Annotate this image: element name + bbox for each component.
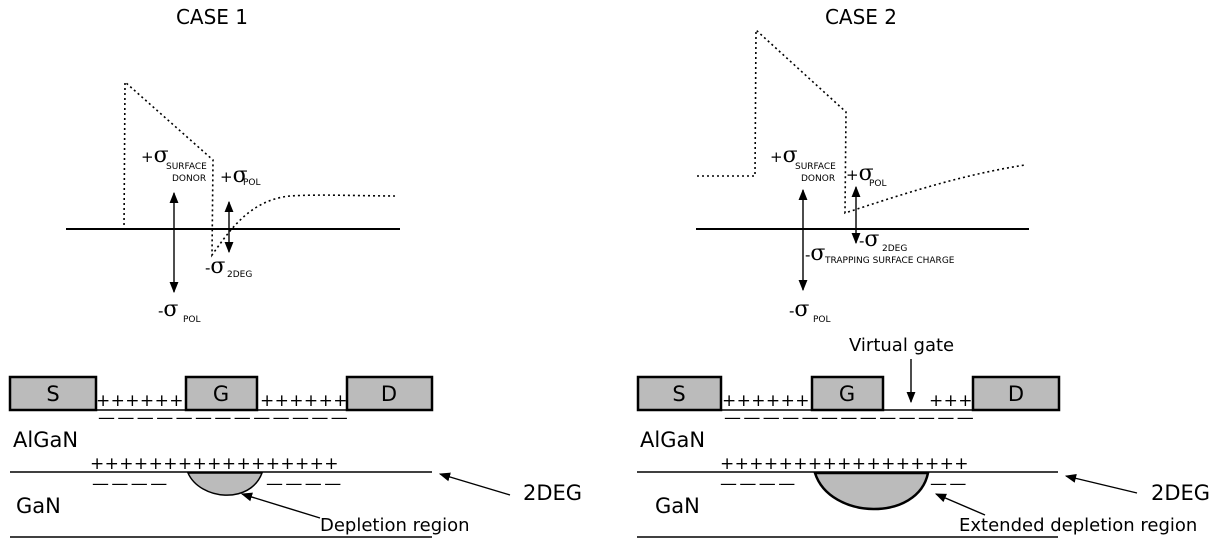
case1-surface-minus: ————————————— [98, 408, 350, 428]
case2-panel: CASE 2 +σ SURFACE DONOR +σ POL -σ 2DEG -… [636, 5, 1210, 538]
case2-gate-contact [810, 375, 885, 412]
case1-sub-surface: SURFACE [166, 162, 207, 172]
case1-potential-profile [68, 80, 398, 258]
case1-sub-donor: DONOR [172, 174, 206, 184]
case2-sub-trapping: TRAPPING SURFACE CHARGE [824, 256, 955, 266]
case2-source-label: S [672, 382, 685, 406]
case1-2deg-minus-right: ———— [266, 474, 344, 494]
case2-gan-label: GaN [655, 494, 700, 518]
case2-sub-donor: DONOR [801, 174, 835, 184]
case1-depletion-pointer [240, 492, 321, 519]
case2-sigma-trapping: -σ [805, 241, 825, 266]
case1-sub-pol-top: POL [243, 178, 261, 188]
case2-depletion-pointer [934, 493, 986, 516]
case2-sub-pol-bottom: POL [813, 315, 831, 325]
case2-band-diagram: +σ SURFACE DONOR +σ POL -σ 2DEG -σ TRAPP… [696, 28, 1029, 325]
case1-2deg-pointer [438, 472, 511, 496]
case1-source-contact [8, 375, 98, 412]
case1-depletion-region [186, 472, 264, 496]
case1-sub-pol-bottom: POL [183, 315, 201, 325]
case2-sigma-pol-bottom: -σ [789, 297, 809, 322]
case2-2deg-minus-right: —— [930, 474, 969, 494]
case1-interface-plus: +++++++++++++++++ [90, 454, 339, 474]
case2-virtual-gate-label: Virtual gate [849, 335, 954, 356]
case2-source-contact [636, 375, 723, 412]
case1-surface-plus-left: ++++++ [96, 391, 184, 411]
case1-2deg-label: 2DEG [523, 481, 582, 505]
case1-drain-contact [345, 375, 434, 412]
case1-gate-label: G [213, 382, 229, 406]
case1-panel: CASE 1 +σ SURFACE DONOR +σ POL -σ 2DEG -… [8, 5, 582, 538]
case1-sigma-pol-top: +σ [220, 163, 248, 188]
case1-title: CASE 1 [176, 5, 248, 29]
case2-potential-profile [697, 28, 1026, 215]
case1-band-diagram: +σ SURFACE DONOR +σ POL -σ 2DEG -σ POL [66, 80, 400, 325]
case1-depletion-label: Depletion region [320, 515, 470, 536]
case2-sub-pol-top: POL [869, 179, 887, 189]
case1-sigma-pol-bottom: -σ [158, 297, 178, 322]
case2-depletion-label: Extended depletion region [959, 515, 1197, 536]
case1-sigma-2deg: -σ [205, 254, 225, 279]
case1-2deg-minus-left: ———— [92, 474, 170, 494]
case1-drain-label: D [381, 382, 397, 406]
case2-device: Virtual gate S G D ++++++ +++ ——————————… [636, 335, 1210, 538]
case2-sigma-pol-top: +σ [846, 161, 874, 186]
case1-sub-2deg: 2DEG [227, 270, 252, 280]
case2-sigma-2deg: -σ [859, 227, 879, 252]
case2-extended-depletion-region [813, 471, 930, 511]
case2-sub-2deg: 2DEG [882, 244, 907, 254]
case1-surface-plus-right: ++++++ [260, 391, 348, 411]
case2-gate-label: G [839, 382, 855, 406]
case2-surface-plus-left: ++++++ [722, 391, 810, 411]
case2-2deg-minus-left: ———— [720, 474, 798, 494]
case2-sub-surface: SURFACE [795, 162, 836, 172]
case2-drain-label: D [1008, 382, 1024, 406]
case1-algan-label: AlGaN [13, 428, 78, 452]
case2-title: CASE 2 [825, 5, 897, 29]
case1-sigma-surface-donor: +σ [141, 143, 169, 168]
case2-sigma-surface-donor: +σ [770, 143, 798, 168]
case2-algan-label: AlGaN [640, 428, 705, 452]
case2-drain-contact [971, 375, 1061, 412]
case2-surface-minus: ————————————— [724, 408, 976, 428]
case2-2deg-pointer [1064, 473, 1138, 494]
case2-2deg-label: 2DEG [1151, 481, 1210, 505]
case1-gate-contact [184, 375, 259, 412]
case1-device: S G D ++++++ ++++++ ————————————— AlGaN … [8, 375, 582, 538]
case2-interface-plus: +++++++++++++++++ [720, 454, 969, 474]
case1-source-label: S [46, 382, 59, 406]
case1-gan-label: GaN [16, 494, 61, 518]
case2-surface-plus-right: +++ [929, 391, 973, 411]
